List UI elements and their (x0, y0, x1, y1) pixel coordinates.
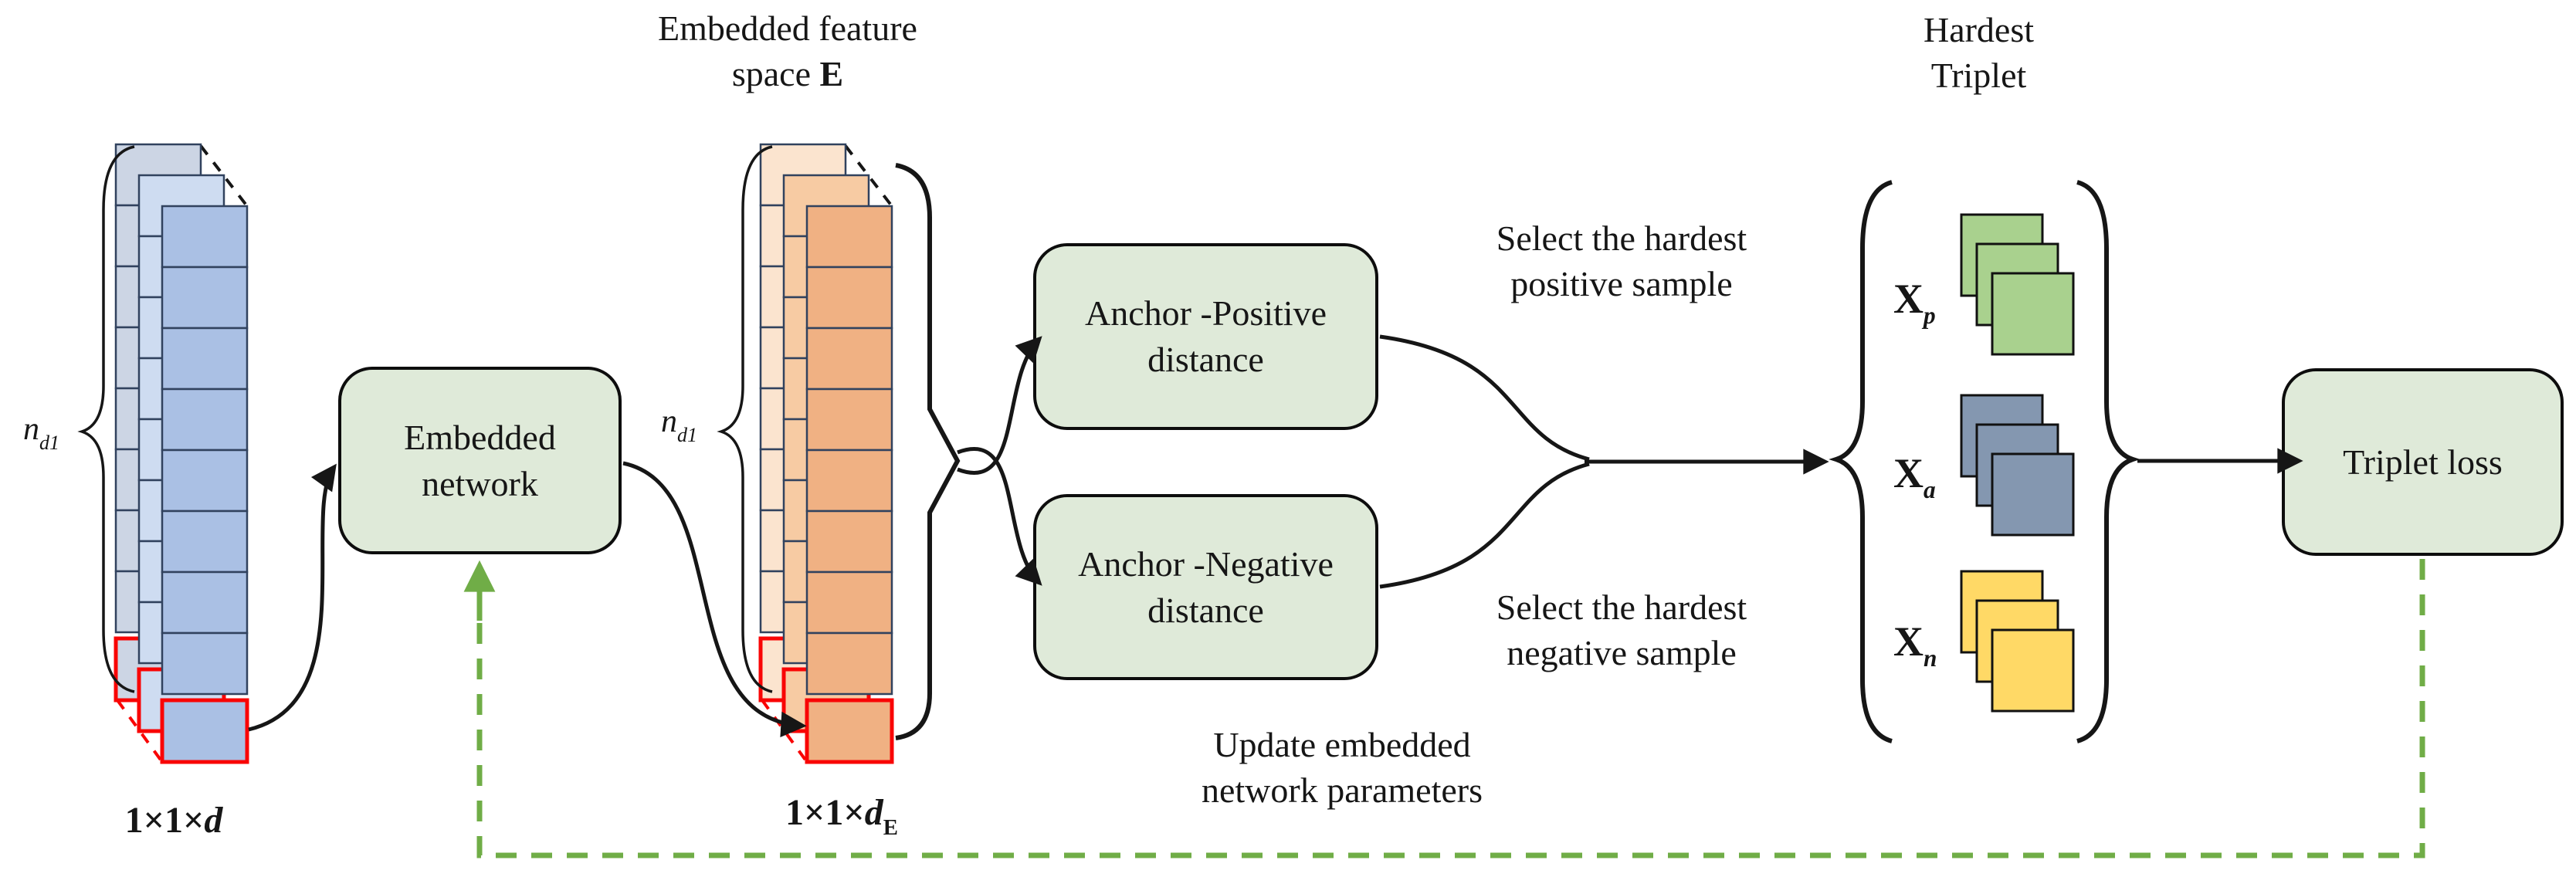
embedded-dimension-label: 1×1×dE (734, 789, 950, 838)
triplet-loss-label: Triplet loss (2343, 442, 2503, 482)
hardest-triplet-line2: Triplet (1930, 55, 2027, 95)
triplet-loss-box: Triplet loss (2282, 368, 2564, 556)
x-anchor-sub: a (1924, 476, 1936, 504)
stack-cell (161, 571, 249, 635)
anchor-positive-label: Anchor -Positive distance (1084, 293, 1327, 379)
rows-count-label-embedded: nd1 (661, 403, 697, 445)
arrow-input-to-network (248, 463, 337, 732)
embedded-feature-stack (758, 143, 894, 764)
rows-count-embedded-base: n (661, 404, 677, 439)
stack-cell (805, 571, 893, 635)
stack-cell (161, 632, 249, 696)
rows-count-input-base: n (23, 411, 39, 447)
embedded-stack-brace (717, 145, 773, 693)
stack-cell (161, 449, 249, 513)
x-negative-base: X (1893, 618, 1924, 665)
sample-square (1991, 628, 2075, 713)
feature-space-title-line2: space (731, 53, 820, 93)
rows-count-embedded-sub: d1 (677, 424, 698, 447)
hardest-triplet-line1: Hardest (1923, 10, 2035, 49)
input-dim-var: d (204, 800, 223, 841)
embedded-network-box: Embedded network (338, 367, 622, 554)
braces (77, 145, 2140, 743)
x-negative-label: Xn (1893, 618, 1937, 670)
select-positive-annotation: Select the hardest positive sample (1452, 216, 1791, 307)
stack-depth-dash-red-bottom (116, 699, 164, 764)
feature-space-title-line1: Embedded feature (658, 8, 917, 48)
arrow-split-to-positive (957, 336, 1042, 475)
feature-space-symbol: E (819, 53, 844, 93)
flow-arrows (248, 334, 2303, 738)
anchor-positive-box: Anchor -Positive distance (1033, 243, 1378, 430)
positive-samples-squares (1960, 213, 2075, 356)
x-positive-label: Xp (1893, 275, 1936, 327)
embedded-dim-base: 1×1× (785, 792, 865, 833)
stack-cell (805, 266, 893, 330)
stack-cell-highlighted (805, 698, 894, 764)
stack-cell (161, 388, 249, 452)
embedded-stack-right-brace (895, 163, 961, 740)
stack-cell (161, 205, 249, 269)
embedded-network-label: Embedded network (404, 417, 556, 503)
select-negative-annotation: Select the hardest negative sample (1452, 585, 1791, 676)
sample-square (1991, 272, 2075, 356)
stack-depth-dash-red-bottom (761, 699, 808, 764)
rows-count-input-sub: d1 (39, 432, 60, 455)
anchor-negative-box: Anchor -Negative distance (1033, 494, 1378, 680)
stack-cell (805, 449, 893, 513)
feature-space-title: Embedded feature space E (633, 6, 942, 97)
stack-cell (805, 388, 893, 452)
arrow-split-to-negative (957, 447, 1042, 586)
x-negative-sub: n (1924, 645, 1937, 672)
stack-cell (805, 632, 893, 696)
embedded-dim-sub: E (883, 814, 898, 840)
stack-cell (805, 510, 893, 574)
curve-positive-to-merge (1379, 334, 1590, 462)
curve-negative-to-merge (1379, 462, 1590, 589)
hardest-triplet-title: Hardest Triplet (1888, 8, 2069, 99)
triplet-right-brace (2076, 180, 2140, 743)
feedback-dashed-line (476, 559, 2425, 858)
feature-stacks (114, 143, 894, 764)
select-negative-text: Select the hardest negative sample (1496, 587, 1747, 672)
embedded-dim-var: d (864, 792, 883, 833)
input-dim-base: 1×1× (124, 800, 205, 841)
anchor-negative-label: Anchor -Negative distance (1078, 543, 1334, 630)
input-feature-stack (114, 143, 249, 764)
negative-samples-squares (1960, 570, 2075, 713)
input-stack-brace (77, 145, 135, 693)
x-positive-sub: p (1924, 302, 1936, 330)
stack-cell (161, 266, 249, 330)
stack-depth-dash-right (844, 144, 893, 208)
x-anchor-label: Xa (1893, 449, 1936, 502)
anchor-samples-squares (1960, 394, 2075, 537)
stack-cell (161, 327, 249, 391)
sample-square (1991, 452, 2075, 537)
rows-count-label-input: nd1 (23, 411, 59, 453)
arrow-network-to-embedding (622, 461, 807, 738)
stack-cell (161, 510, 249, 574)
stack-cell-highlighted (160, 698, 249, 764)
x-positive-base: X (1893, 276, 1924, 322)
triplet-sample-squares (1960, 213, 2075, 713)
stack-cell (805, 327, 893, 391)
update-params-annotation: Update embedded network parameters (1172, 723, 1512, 814)
select-positive-text: Select the hardest positive sample (1496, 218, 1747, 303)
stack-cell (805, 205, 893, 269)
triplet-left-brace (1829, 180, 1893, 743)
x-anchor-base: X (1893, 450, 1924, 496)
input-dimension-label: 1×1×d (73, 797, 274, 844)
stack-depth-dash-right (199, 144, 249, 208)
feedback-path (463, 559, 2425, 858)
update-params-text: Update embedded network parameters (1201, 725, 1483, 810)
